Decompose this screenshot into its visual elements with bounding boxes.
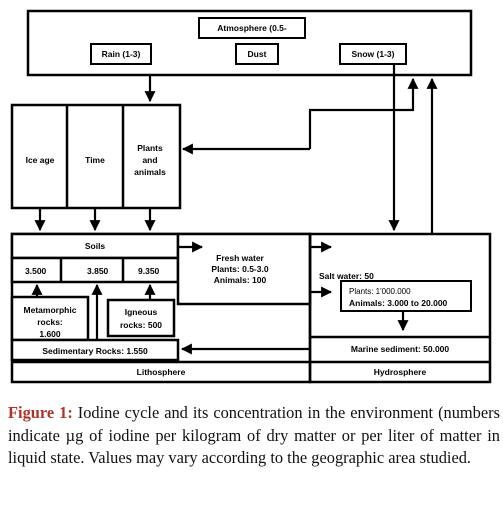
fresh-water-plants: Plants: 0.5-3.0: [211, 264, 268, 274]
fresh-water-animals: Animals: 100: [214, 275, 267, 285]
snow-box: [339, 43, 407, 65]
arrow-hydrosphere-to-atmosphere-2: [308, 77, 419, 149]
sedimentary-label: Sedimentary Rocks: 1.550: [42, 346, 148, 356]
soil-value-2: 3.850: [87, 266, 109, 276]
soil-value-3: 9.350: [138, 266, 160, 276]
soil-value-1: 3.500: [25, 266, 47, 276]
ice-age-label: Ice age: [26, 155, 55, 165]
time-label: Time: [85, 155, 105, 165]
igneous-line-2: rocks: 500: [120, 320, 162, 330]
figure-label: Figure 1:: [8, 403, 73, 422]
igneous-line-1: Igneous: [125, 307, 158, 317]
figure-caption: Figure 1: Iodine cycle and its concentra…: [8, 402, 500, 470]
marine-plants-label: Plants: 1'000.000: [349, 287, 411, 296]
rain-label: Rain (1-3): [102, 49, 141, 59]
metamorphic-line-3: 1.600: [39, 329, 61, 339]
plants-animals-line-3: animals: [134, 167, 166, 177]
lithosphere-label: Lithosphere: [137, 367, 186, 377]
snow-label: Snow (1-3): [352, 49, 395, 59]
dust-label: Dust: [248, 49, 267, 59]
iodine-cycle-diagram: Atmosphere (0.5- Rain (1-3) Dust Snow (1…: [10, 9, 492, 384]
marine-life-box: [340, 280, 472, 312]
soils-label: Soils: [85, 241, 106, 251]
fresh-water-title: Fresh water: [216, 253, 264, 263]
hydrosphere-label: Hydrosphere: [374, 367, 427, 377]
atmosphere-title: Atmosphere (0.5-: [217, 23, 287, 33]
metamorphic-rocks-box: [10, 295, 90, 342]
metamorphic-line-2: rocks:: [37, 317, 63, 327]
rain-box: [90, 43, 152, 65]
hydrosphere-box: [308, 232, 492, 384]
metamorphic-line-1: Metamorphic: [24, 305, 77, 315]
dust-box: [235, 43, 279, 65]
marine-animals-label: Animals: 3.000 to 20.000: [349, 298, 448, 308]
igneous-rocks-box: [106, 298, 176, 338]
figure-caption-text: Iodine cycle and its concentration in th…: [8, 403, 500, 467]
marine-sediment-label: Marine sediment: 50.000: [351, 344, 450, 354]
atmosphere-title-box: [198, 17, 306, 39]
plants-animals-line-1: Plants: [137, 143, 163, 153]
sedimentary-rocks-box: [10, 338, 180, 362]
plants-animals-line-2: and: [142, 155, 157, 165]
salt-water-label: Salt water: 50: [319, 271, 374, 281]
atmosphere-box: [26, 9, 473, 77]
soil-values-row: [10, 256, 180, 284]
